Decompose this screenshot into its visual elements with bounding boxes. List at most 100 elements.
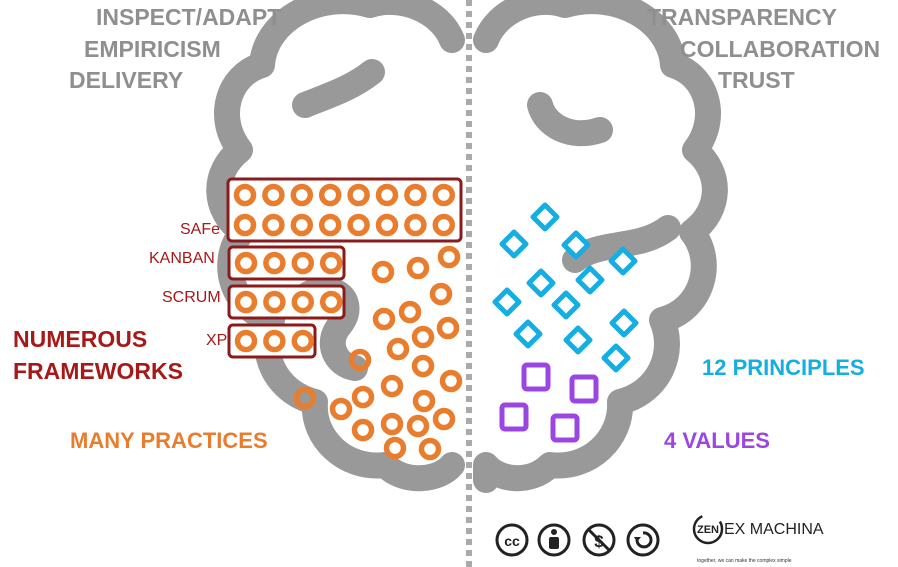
framework-practice-ring — [290, 183, 314, 207]
framework-practice-ring — [432, 213, 456, 237]
frameworks-label: FRAMEWORKS — [13, 358, 183, 384]
framework-practice-ring — [291, 251, 315, 275]
framework-practice-ring — [262, 213, 285, 237]
numerous-label: NUMEROUS — [13, 326, 148, 352]
framework-practice-ring — [375, 213, 399, 237]
pillar-inspect-adapt: INSPECT/ADAPT — [96, 4, 282, 30]
framework-practice-ring — [233, 183, 257, 207]
framework-practice-ring — [404, 213, 427, 237]
framework-practice-ring — [291, 329, 315, 353]
practice-ring — [429, 282, 453, 306]
practice-ring — [398, 300, 422, 324]
twelve-principles-label: 12 PRINCIPLES — [702, 355, 865, 380]
practice-ring — [380, 412, 404, 436]
right-fold-1 — [527, 92, 613, 147]
practice-ring — [380, 374, 404, 398]
framework-label-kanban: KANBAN — [149, 250, 215, 267]
principle-diamond — [530, 202, 560, 232]
framework-practice-ring — [319, 251, 343, 275]
framework-practice-ring — [290, 213, 314, 237]
framework-practice-ring — [404, 183, 427, 207]
framework-practice-ring — [263, 290, 286, 314]
principle-diamond — [499, 229, 529, 259]
framework-practice-ring — [347, 213, 370, 237]
practice-ring — [293, 386, 317, 410]
value-trust: TRUST — [718, 67, 795, 93]
by-attribution-icon — [537, 523, 571, 557]
svg-text:cc: cc — [504, 533, 520, 549]
principle-diamonds — [492, 202, 639, 373]
principle-diamond — [575, 265, 605, 295]
framework-practice-ring — [318, 213, 342, 237]
framework-practice-ring — [375, 183, 399, 207]
license-icons: cc $ — [495, 523, 660, 557]
framework-practice-ring — [263, 251, 286, 275]
framework-practice-ring — [263, 329, 286, 353]
practice-ring — [406, 414, 430, 438]
practice-ring — [411, 354, 435, 378]
framework-practice-ring — [318, 183, 342, 207]
principle-diamond — [601, 343, 631, 373]
framework-practice-ring — [234, 290, 258, 314]
principle-diamond — [492, 287, 522, 317]
value-transparency: TRANSPARENCY — [647, 4, 837, 30]
value-collaboration: COLLABORATION — [680, 36, 881, 62]
practice-ring — [406, 256, 430, 280]
practice-ring — [351, 418, 375, 442]
framework-box-scrum — [227, 284, 346, 320]
practice-ring — [411, 325, 435, 349]
practice-ring — [439, 369, 463, 393]
practice-ring — [351, 385, 375, 409]
value-squares — [499, 362, 599, 443]
practice-ring — [371, 260, 395, 284]
practice-ring — [329, 397, 353, 421]
value-square — [569, 374, 599, 404]
four-values-label: 4 VALUES — [664, 428, 770, 453]
pillar-empiricism: EMPIRICISM — [84, 36, 221, 62]
pillar-delivery: DELIVERY — [69, 67, 184, 93]
framework-label-scrum: SCRUM — [162, 289, 221, 306]
brand-tagline: together, we can make the complex simple — [697, 558, 792, 564]
framework-practice-ring — [347, 183, 370, 207]
principle-diamond — [608, 246, 638, 276]
practice-ring — [383, 436, 407, 460]
value-square — [521, 362, 551, 392]
practice-ring — [348, 348, 372, 372]
principle-diamond — [513, 319, 543, 349]
many-practices-label: MANY PRACTICES — [70, 428, 268, 453]
zen-logo-text: ZEN — [697, 524, 719, 536]
framework-practice-ring — [262, 183, 285, 207]
value-square — [550, 413, 580, 443]
practice-ring — [436, 316, 460, 340]
framework-practice-ring — [234, 329, 258, 353]
framework-practice-ring — [233, 213, 257, 237]
right-hemisphere-outline — [473, 0, 728, 493]
framework-boxes — [226, 177, 463, 359]
practice-ring — [386, 337, 410, 361]
brand-name: EX MACHINA — [724, 521, 824, 538]
framework-practice-ring — [291, 290, 315, 314]
principle-diamond — [551, 290, 581, 320]
practice-dots — [293, 245, 463, 461]
framework-practice-ring — [319, 290, 343, 314]
zen-logo-mark: ZEN — [692, 513, 724, 545]
right-fold-2 — [562, 215, 681, 273]
framework-label-safe: SAFe — [180, 221, 221, 238]
principle-diamond — [609, 308, 639, 338]
framework-practice-ring — [432, 183, 456, 207]
practice-ring — [412, 389, 436, 413]
principle-diamond — [526, 268, 556, 298]
sharealike-icon — [626, 523, 660, 557]
framework-practice-ring — [234, 251, 258, 275]
framework-label-xp: XP — [206, 332, 228, 349]
left-fold-1 — [292, 59, 385, 118]
principle-diamond — [561, 230, 591, 260]
noncommercial-icon: $ — [582, 523, 616, 557]
practice-ring — [372, 307, 396, 331]
principle-diamond — [563, 325, 593, 355]
practice-ring — [418, 437, 442, 461]
practice-ring — [432, 407, 456, 431]
practice-ring — [437, 245, 461, 269]
